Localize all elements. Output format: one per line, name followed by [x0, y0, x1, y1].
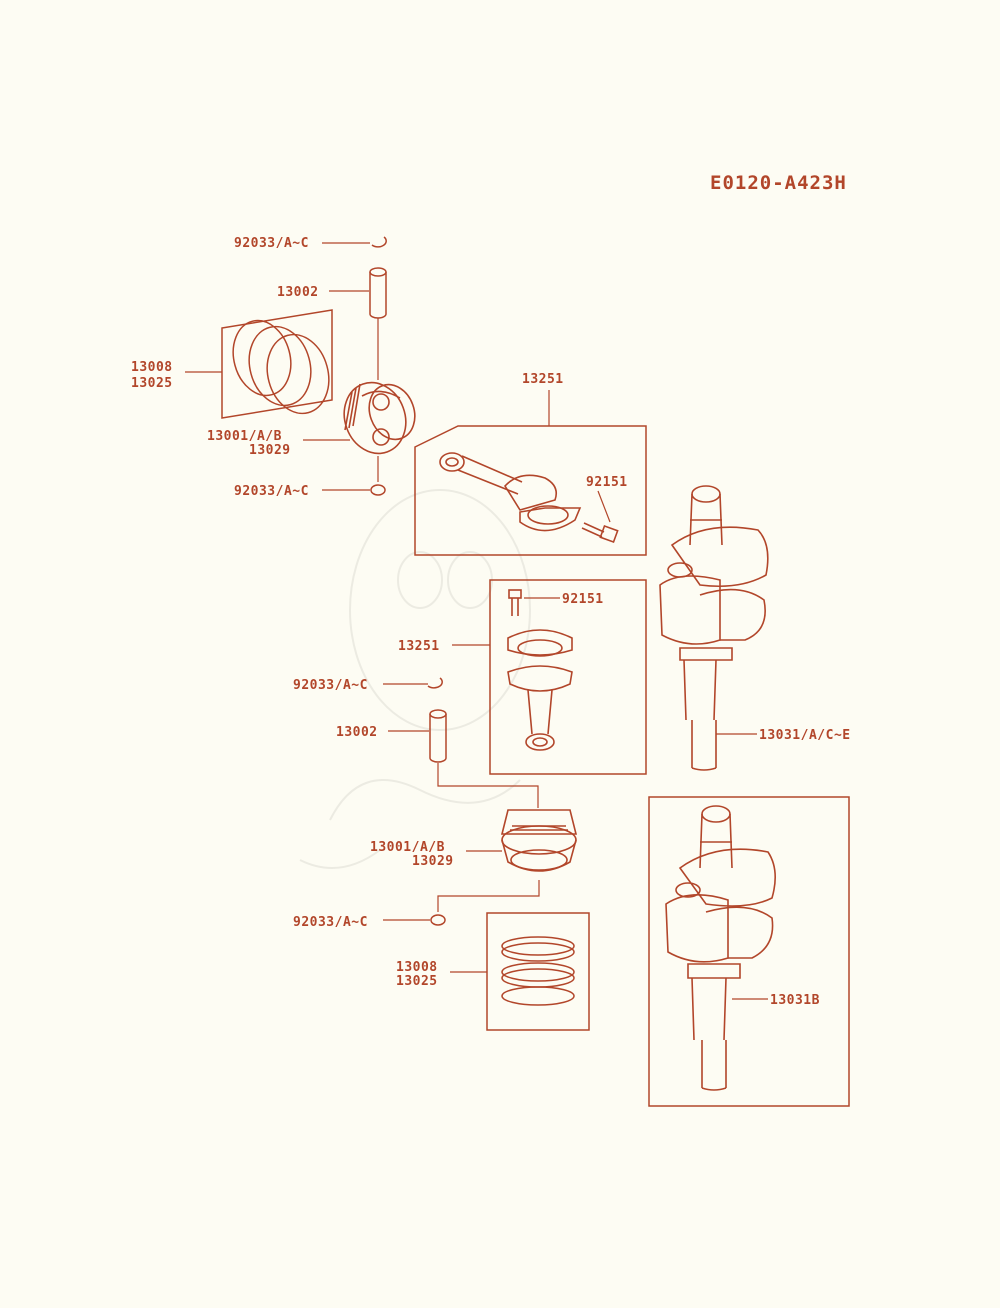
- piston-pin-a: [369, 267, 387, 319]
- label-piston-a-2: 13029: [249, 443, 291, 458]
- label-conrod-a: 13251: [522, 372, 564, 387]
- piston-pin-b: [429, 709, 447, 763]
- bolt-b: [508, 589, 522, 616]
- circlip-top-b: [427, 677, 443, 689]
- label-conrod-b: 13251: [398, 639, 440, 654]
- label-rings-a-2: 13025: [131, 376, 173, 391]
- label-crankshaft-b: 13031B: [770, 993, 820, 1008]
- label-rings-b-1: 13008: [396, 960, 438, 975]
- connecting-rod-a: [439, 452, 582, 532]
- label-piston-pin-b: 13002: [336, 725, 378, 740]
- label-piston-a-1: 13001/A/B: [207, 429, 282, 444]
- label-piston-b-2: 13029: [412, 854, 454, 869]
- label-circlip-bottom-a: 92033/A~C: [234, 484, 309, 499]
- label-bolt-b: 92151: [562, 592, 604, 607]
- conrod-frame-b: [489, 579, 647, 775]
- label-bolt-a: 92151: [586, 475, 628, 490]
- piston-b: [500, 809, 578, 872]
- label-crankshaft-a: 13031/A/C~E: [759, 728, 851, 743]
- bolt-a: [581, 522, 619, 544]
- piston-a: [343, 381, 416, 455]
- circlip-bottom-a: [370, 484, 386, 496]
- label-piston-pin-a: 13002: [277, 285, 319, 300]
- label-rings-a-1: 13008: [131, 360, 173, 375]
- conrod-frame-a: [414, 425, 647, 556]
- circlip-bottom-b: [430, 914, 446, 926]
- label-circlip-top-a: 92033/A~C: [234, 236, 309, 251]
- crankshaft-a: [659, 485, 769, 771]
- rings-frame-a: [221, 309, 333, 419]
- label-piston-b-1: 13001/A/B: [370, 840, 445, 855]
- circlip-top-a: [371, 236, 387, 248]
- leader-line: [597, 490, 611, 523]
- crankshaft-frame-b: [648, 796, 850, 1107]
- crankshaft-b: [665, 805, 776, 1091]
- leader-line: [437, 880, 540, 912]
- rings-frame-b: [486, 912, 590, 1031]
- watermark-logo: [299, 489, 531, 869]
- label-circlip-bottom-b: 92033/A~C: [293, 915, 368, 930]
- diagram-code: E0120-A423H: [710, 172, 847, 194]
- label-rings-b-2: 13025: [396, 974, 438, 989]
- connecting-rod-b: [507, 629, 573, 751]
- leader-line: [437, 763, 539, 808]
- label-circlip-top-b: 92033/A~C: [293, 678, 368, 693]
